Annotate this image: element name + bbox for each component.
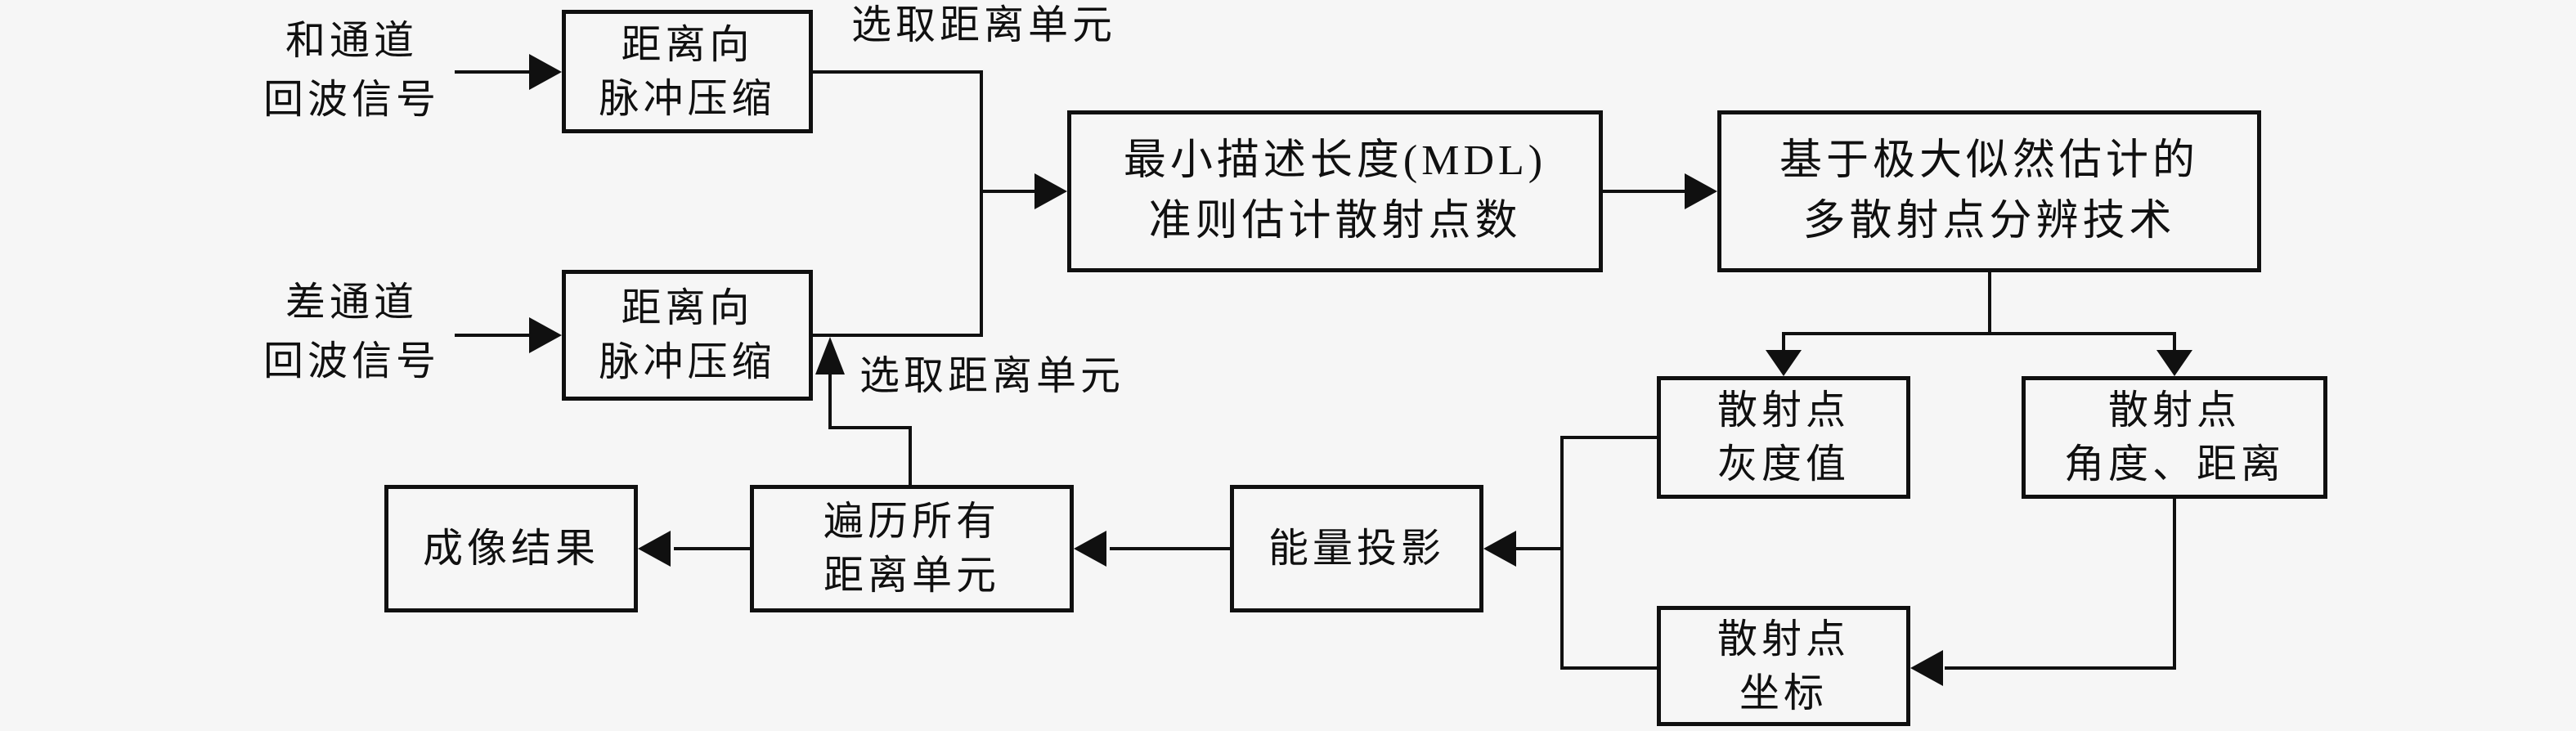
label-line: 选取距离单元 [859,353,1124,398]
arrowhead-left-icon [1483,531,1516,567]
node-text: 脉冲压缩 [599,339,776,384]
node-text: 多散射点分辨技术 [1802,198,2176,244]
connector-line [1560,666,1658,670]
connector-line [1560,436,1564,670]
node-text: 准则估计散射点数 [1148,198,1522,244]
node-text: 散射点 [1717,616,1850,661]
label-line: 回波信号 [263,77,440,122]
connector-line [828,426,912,429]
node-scatter-gray-value: 散射点 灰度值 [1657,376,1910,499]
node-mdl-estimate: 最小描述长度(MDL) 准则估计散射点数 [1067,110,1603,272]
connector-line [828,372,832,429]
label-line: 和通道 [285,18,418,63]
node-text: 脉冲压缩 [599,75,776,121]
node-max-likelihood-resolution: 基于极大似然估计的 多散射点分辨技术 [1717,110,2261,272]
connector-line [1110,547,1230,550]
label-line: 回波信号 [263,339,440,383]
node-text: 基于极大似然估计的 [1779,137,2199,184]
connector-line [1782,334,1785,353]
arrowhead-up-icon [815,337,845,374]
node-imaging-result: 成像结果 [384,485,638,612]
connector-line [1782,332,2176,335]
node-scatter-angle-range: 散射点 角度、距离 [2022,376,2327,499]
node-text: 灰度值 [1717,442,1850,487]
arrowhead-right-icon [529,317,562,353]
arrowhead-left-icon [638,531,671,567]
label-line: 选取距离单元 [850,2,1116,47]
connector-line [1988,271,1991,335]
arrowhead-left-icon [1074,531,1106,567]
connector-line [2173,334,2176,353]
arrowhead-down-icon [1766,350,1802,376]
connector-line [811,334,983,337]
node-text: 距离向 [621,285,754,330]
arrowhead-right-icon [1685,173,1717,209]
connector-line [1945,666,2176,670]
node-text: 坐标 [1739,670,1828,715]
connector-line [1601,190,1688,193]
node-traverse-range-cells: 遍历所有 距离单元 [750,485,1074,612]
arrowhead-down-icon [2156,350,2192,376]
node-text: 角度、距离 [2063,442,2285,487]
connector-line [811,70,983,74]
connector-line [455,334,533,337]
node-text: 最小描述长度(MDL) [1123,137,1547,184]
connector-line [455,70,533,74]
node-text: 散射点 [1717,388,1850,433]
arrowhead-right-icon [529,54,562,90]
arrowhead-right-icon [1034,173,1067,209]
node-text: 遍历所有 [823,499,1000,544]
node-text: 距离向 [621,21,754,67]
arrowhead-left-icon [1910,650,1943,686]
connector-line [980,70,983,337]
node-scatter-coordinates: 散射点 坐标 [1657,606,1910,726]
node-text: 散射点 [2107,388,2241,433]
node-range-pulse-compression-sum: 距离向 脉冲压缩 [562,10,813,133]
connector-line [909,426,912,488]
connector-line [674,547,750,550]
label-sum-channel-signal: 和通道 回波信号 [245,11,458,129]
label-line: 差通道 [285,280,418,325]
label-select-range-cell-top: 选取距离单元 [832,2,1135,49]
connector-line [2173,497,2176,670]
label-diff-channel-signal: 差通道 回波信号 [245,273,458,391]
connector-line [1560,436,1658,439]
node-text: 能量投影 [1268,526,1445,571]
node-text: 成像结果 [422,526,599,571]
node-energy-projection: 能量投影 [1230,485,1483,612]
connector-line [1515,547,1562,550]
node-range-pulse-compression-diff: 距离向 脉冲压缩 [562,270,813,401]
label-select-range-cell-mid: 选取距离单元 [841,352,1143,400]
node-text: 距离单元 [823,553,1000,598]
connector-line [980,190,1039,193]
